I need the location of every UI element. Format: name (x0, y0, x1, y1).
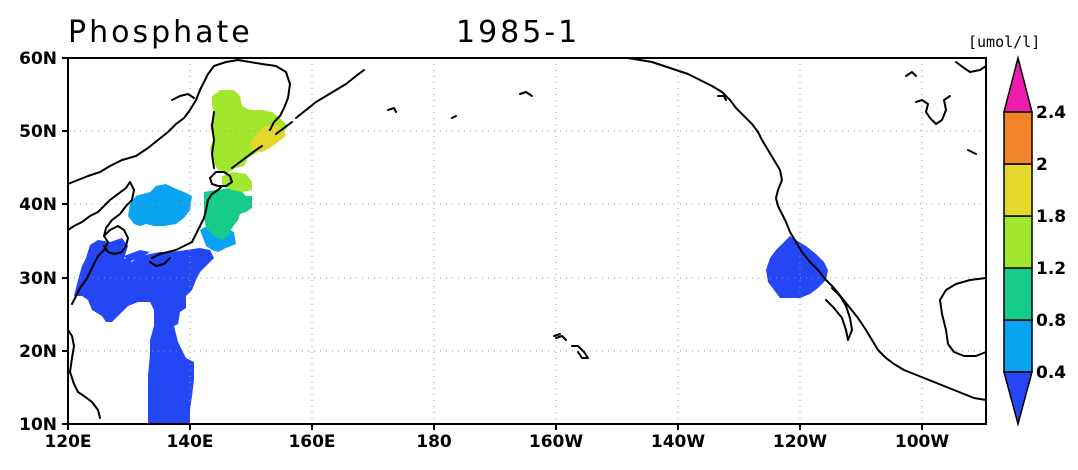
colorbar-label: 2.4 (1036, 103, 1066, 123)
y-tick-label: 10N (19, 415, 57, 435)
colorbar-label: 1.2 (1036, 259, 1066, 279)
map-frame (67, 57, 987, 425)
colorbar-label: 1.8 (1036, 207, 1066, 227)
y-tick-label: 20N (19, 342, 57, 362)
colorbar: 0.4 0.8 1.2 1.8 2 2.4 (1003, 55, 1066, 427)
field-region-sanriku (204, 188, 252, 240)
axis-ticks (62, 57, 923, 430)
colorbar-top-arrow (1003, 55, 1033, 113)
colorbar-swatch (1003, 163, 1033, 217)
y-tick-label: 40N (19, 195, 57, 215)
colorbar-swatch (1003, 111, 1033, 165)
x-tick-label: 100W (895, 432, 949, 452)
x-tick-label: 160W (529, 432, 583, 452)
colorbar-bottom-arrow (1003, 371, 1033, 427)
variable-title: Phosphate (68, 15, 253, 50)
y-tick-label: 30N (19, 269, 57, 289)
x-tick-label: 180 (416, 432, 452, 452)
colorbar-label: 2 (1036, 155, 1048, 175)
x-tick-label: 120E (44, 432, 91, 452)
colorbar-swatch (1003, 267, 1033, 321)
period-title: 1985-1 (456, 15, 580, 50)
x-tick-label: 140E (166, 432, 213, 452)
coastlines (67, 57, 987, 419)
colorbar-swatch (1003, 319, 1033, 373)
graticule (68, 58, 986, 424)
field-region-kuroshio (74, 238, 214, 424)
x-tick-label: 160E (288, 432, 335, 452)
field-region-california (766, 236, 828, 298)
field-region-kurils (250, 124, 286, 152)
y-tick-label: 50N (19, 122, 57, 142)
colorbar-label: 0.8 (1036, 311, 1066, 331)
x-tick-label: 120W (773, 432, 827, 452)
phosphate-field (74, 90, 828, 424)
units-label: [umol/l] (968, 33, 1040, 51)
x-tick-label: 140W (651, 432, 705, 452)
colorbar-label: 0.4 (1036, 363, 1066, 383)
x-axis-labels: 120E 140E 160E 180 160W 140W 120W 100W (44, 432, 949, 452)
y-tick-label: 60N (19, 49, 57, 69)
y-axis-labels: 10N 20N 30N 40N 50N 60N (19, 49, 57, 435)
colorbar-swatch (1003, 215, 1033, 269)
